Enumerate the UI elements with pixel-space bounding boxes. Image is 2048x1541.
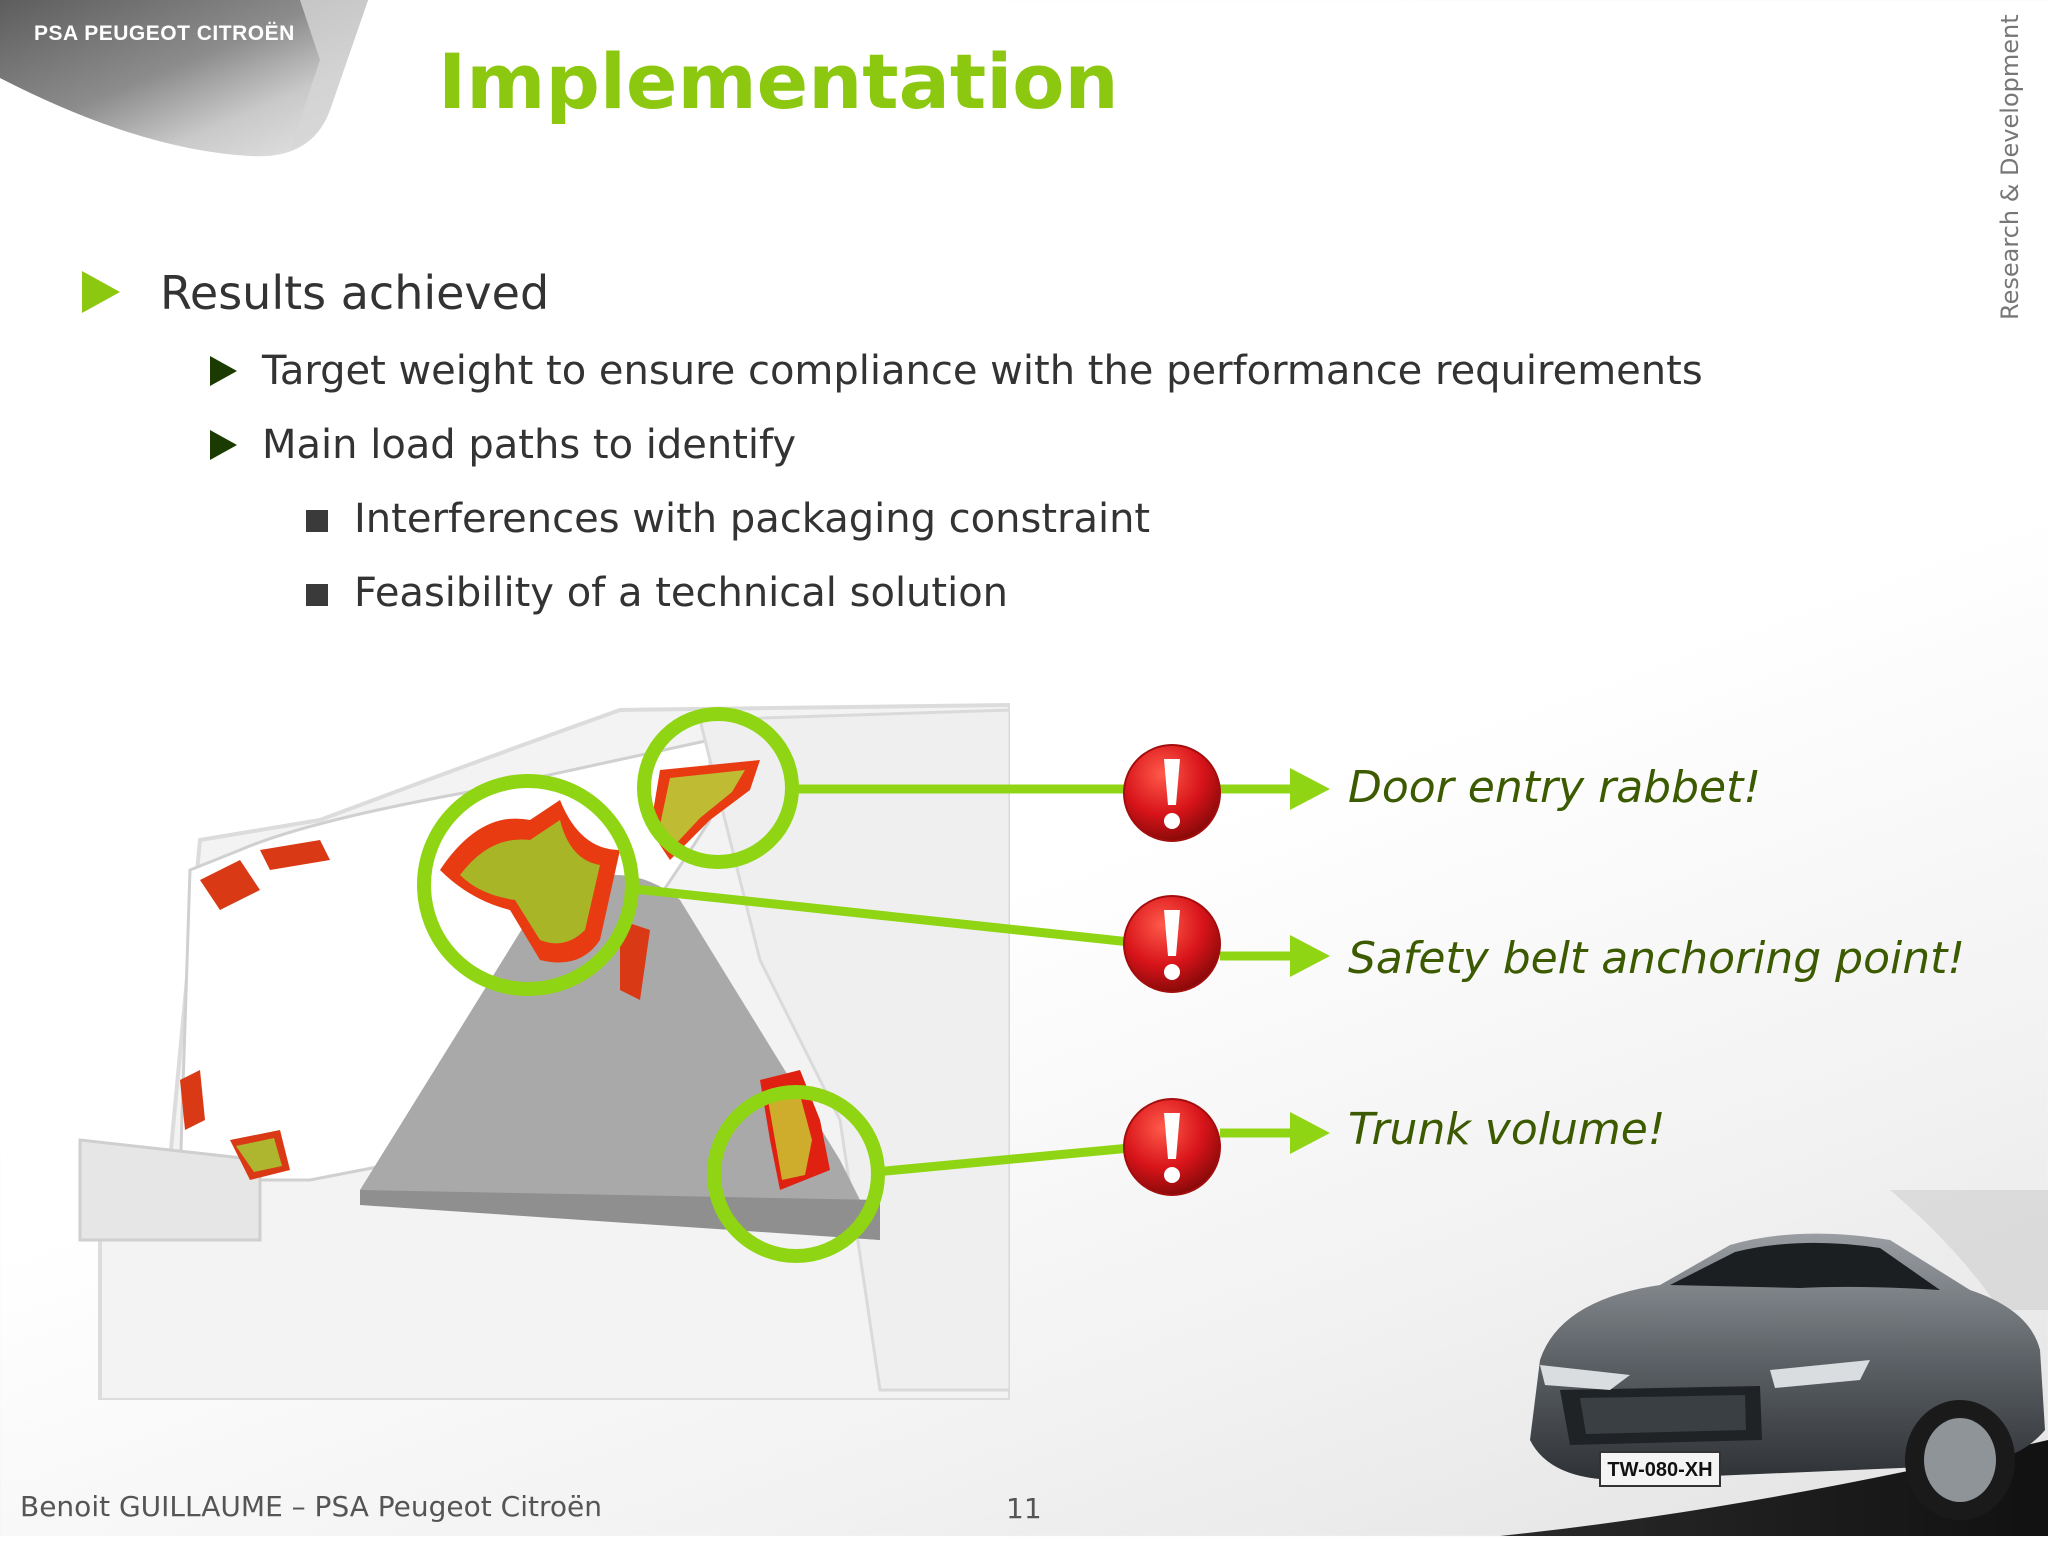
callout-label-trunk-volume: Trunk volume! [1348,1104,1666,1155]
callout-label-door-entry: Door entry rabbet! [1348,762,1761,813]
brand-logo-shape [0,0,368,157]
bullet-level3: Interferences with packaging constraint [306,496,1151,542]
brand-logo-text: PSA PEUGEOT CITROËN [34,22,295,45]
topology-patches [180,760,830,1190]
exclamation-alert-icon [1120,1095,1224,1199]
triangle-bullet-icon [210,356,237,386]
slide-title: Implementation [438,37,1119,126]
brand-logo-plate: PSA PEUGEOT CITROËN [0,0,380,160]
arrow-right-icon [1220,935,1330,977]
triangle-bullet-icon [82,271,120,313]
bullet-text: Feasibility of a technical solution [354,570,1009,616]
square-bullet-icon [306,584,328,606]
exclamation-alert-icon [1120,892,1224,996]
arrow-right-icon [1220,1112,1330,1154]
car-illustration: TW-080-XH [1500,1190,2048,1536]
arrow-right-icon [1220,768,1330,810]
bullet-level2: Main load paths to identify [210,422,797,468]
bullet-level2: Target weight to ensure compliance with … [210,348,1703,394]
bullet-level3: Feasibility of a technical solution [306,570,1009,616]
bullet-text: Results achieved [160,266,550,320]
bullet-text: Target weight to ensure compliance with … [262,348,1703,394]
exclamation-alert-icon [1120,741,1224,845]
bullet-level1: Results achieved [82,266,550,320]
bullet-text: Interferences with packaging constraint [354,496,1151,542]
square-bullet-icon [306,510,328,532]
triangle-bullet-icon [210,430,237,460]
bullet-text: Main load paths to identify [262,422,797,468]
body-side-illustration [78,702,1012,1402]
topology-diagram [60,700,1012,1402]
car-plate-text: TW-080-XH [1607,1459,1712,1481]
callout-label-safety-belt: Safety belt anchoring point! [1348,933,1966,984]
footer-author: Benoit GUILLAUME – PSA Peugeot Citroën [20,1490,602,1523]
page-number: 11 [1006,1492,1042,1525]
